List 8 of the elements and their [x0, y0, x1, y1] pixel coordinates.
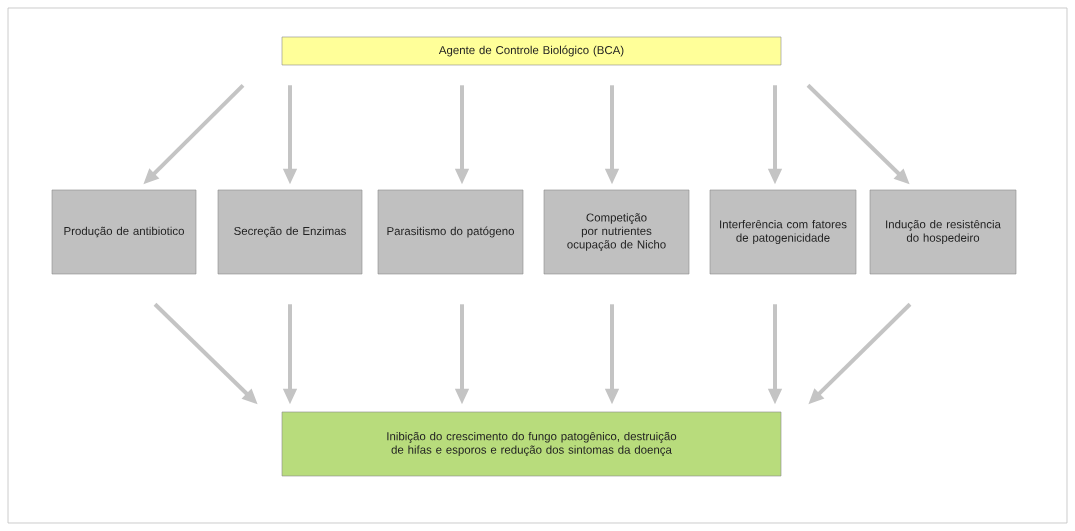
mechanism-box: Produção de antibiotico	[51, 189, 197, 275]
mechanism-box: Indução de resistência do hospedeiro	[869, 189, 1017, 275]
mechanism-box: Parasitismo do patógeno	[377, 189, 524, 275]
result-box: Inibição do crescimento do fungo patogênico, destruição de hifas e esporos e redução dos sintomas da doença	[281, 411, 782, 477]
mechanism-box: Competição por nutrientes ocupação de Nicho	[543, 189, 690, 275]
mechanism-box: Interferência com fatores de patogenicidade	[709, 189, 857, 275]
title-box: Agente de Controle Biológico (BCA)	[281, 36, 782, 66]
mechanism-box: Secreção de Enzimas	[217, 189, 363, 275]
